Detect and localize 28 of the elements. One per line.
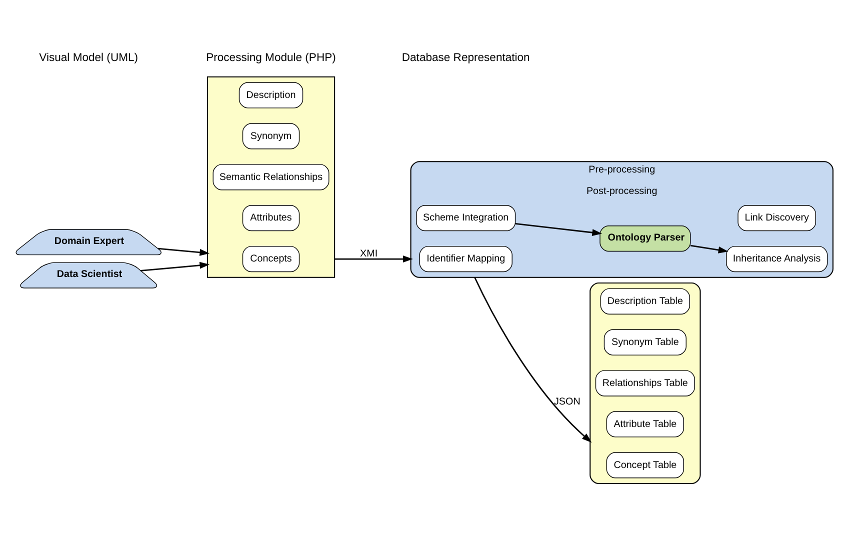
node-box: Identifier Mapping <box>419 245 512 272</box>
node-box: Relationships Table <box>595 370 695 396</box>
arrow <box>158 247 210 256</box>
node-box: Description <box>238 82 304 108</box>
node-box: Synonym <box>242 122 300 149</box>
edge-label: JSON <box>554 396 580 408</box>
node-box: Semantic Relationships <box>212 164 330 190</box>
node-box: Link Discovery <box>738 204 816 231</box>
label: Visual Model (UML) <box>39 52 138 64</box>
node-box: Synonym Table <box>604 328 686 355</box>
label: Processing Module (PHP) <box>206 52 336 64</box>
arrow <box>140 261 210 271</box>
cluster <box>590 282 701 484</box>
arrow <box>334 255 413 262</box>
cluster <box>206 76 336 278</box>
arrow <box>474 276 592 442</box>
node-box: Attribute Table <box>606 410 684 437</box>
label: Database Representation <box>402 52 530 64</box>
node-box: Scheme Integration <box>416 204 516 231</box>
arrow <box>690 244 728 253</box>
node-box: Attributes <box>242 204 300 231</box>
edge-label: XMI <box>360 248 378 259</box>
node-box: Ontology Parser <box>600 225 691 252</box>
node-box: Concepts <box>242 245 300 272</box>
arrow <box>515 222 602 236</box>
node-box: Inheritance Analysis <box>726 245 828 272</box>
node-box: Description Table <box>600 288 690 314</box>
node-box: Concept Table <box>606 452 684 478</box>
